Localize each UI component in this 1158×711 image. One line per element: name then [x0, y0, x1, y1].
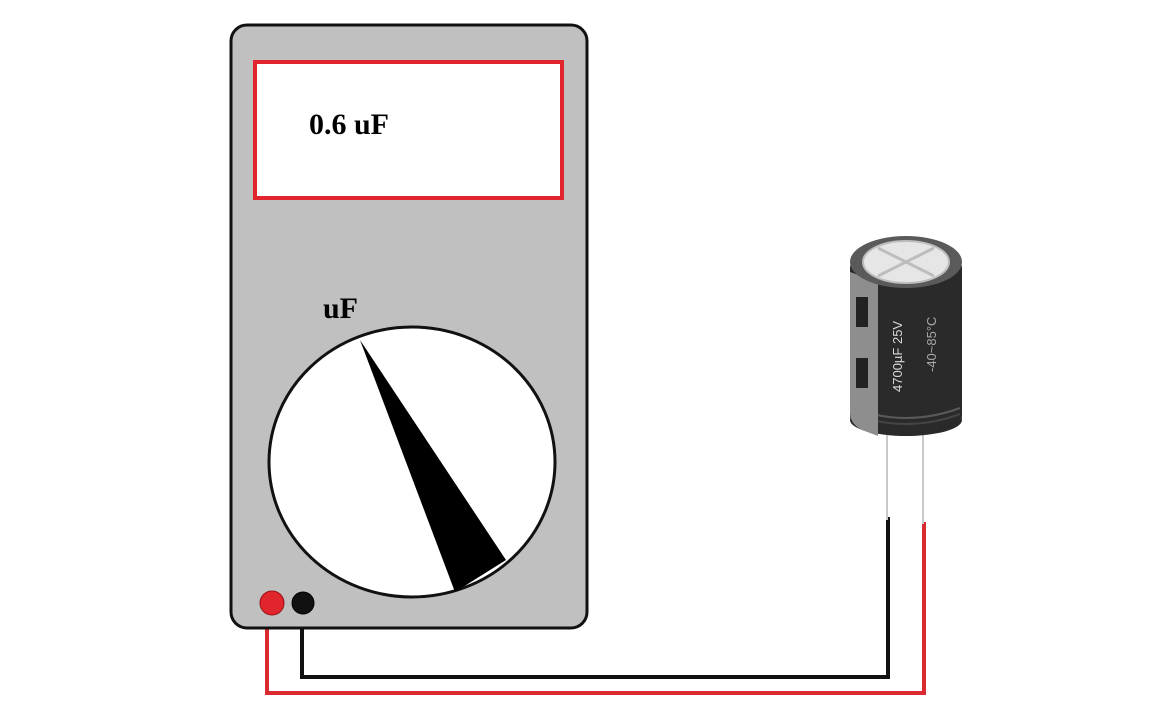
capacitor: 4700µF 25V -40~85°C	[850, 236, 962, 524]
negative-jack[interactable]	[291, 591, 315, 615]
dial-pointer	[360, 340, 506, 592]
capacitor-polarity-stripe	[850, 272, 878, 436]
positive-jack[interactable]	[259, 590, 285, 616]
display-reading: 0.6 uF	[309, 108, 389, 141]
stripe-mark-2	[856, 358, 868, 388]
negative-lead-wire	[300, 517, 890, 679]
positive-lead-wire	[265, 522, 926, 695]
multimeter: 0.6 uF uF	[229, 23, 589, 630]
capacitor-marking-main: 4700µF 25V	[890, 321, 905, 392]
vent-line-2	[877, 246, 935, 278]
stripe-mark-1	[856, 297, 868, 327]
capacitor-marking-secondary: -40~85°C	[924, 317, 939, 372]
display-screen	[253, 60, 564, 200]
dial-label: uF	[323, 292, 358, 325]
